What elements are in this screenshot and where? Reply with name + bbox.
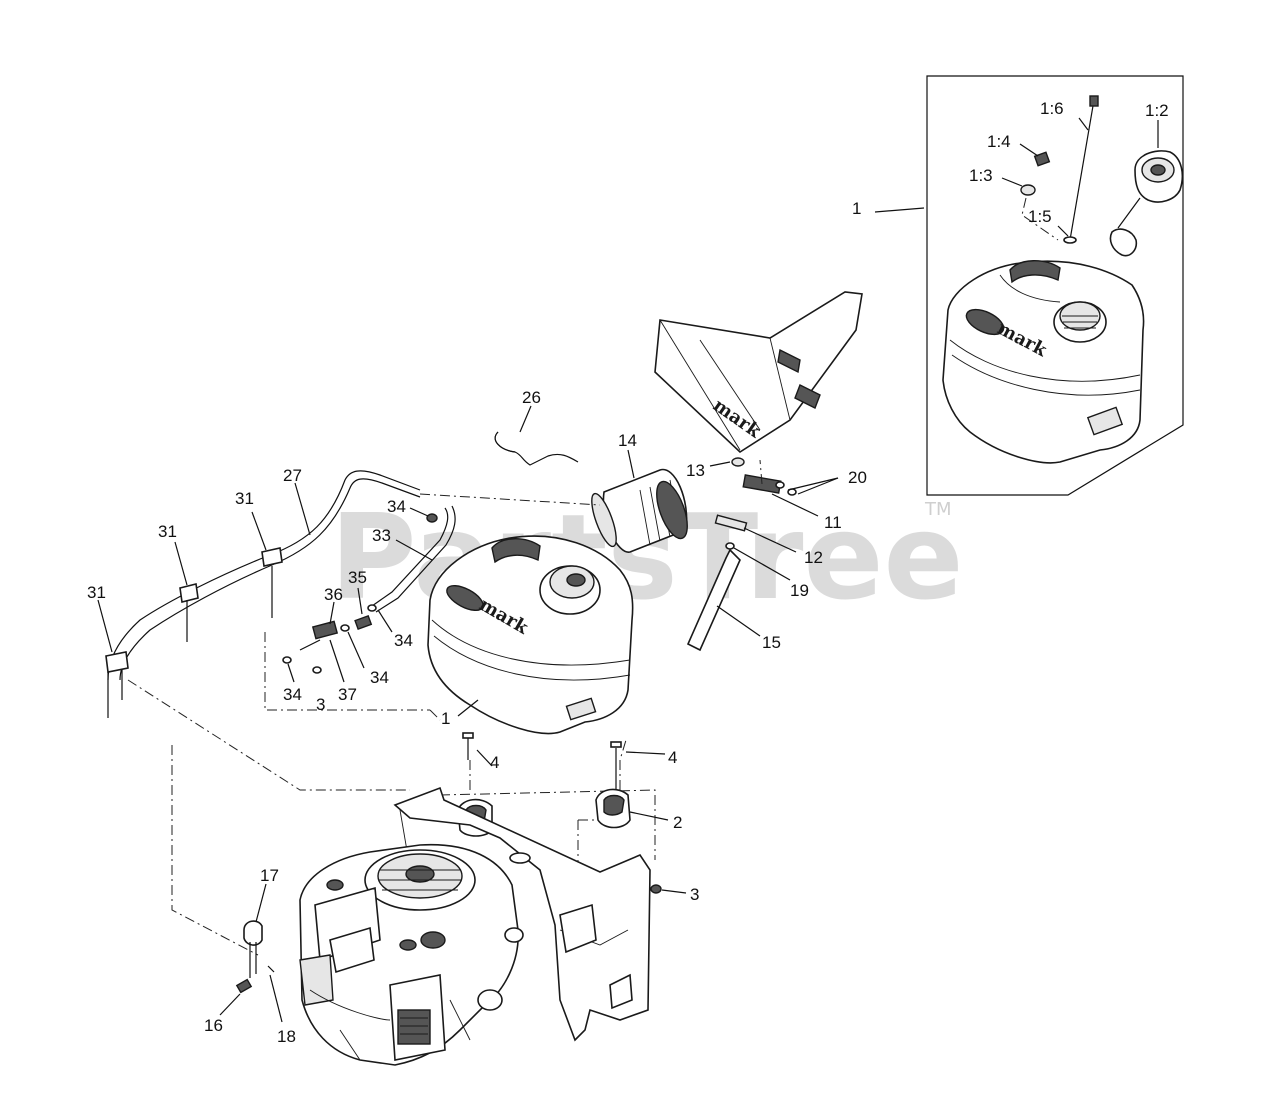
- callout-27: 27: [283, 466, 302, 485]
- inset-fuel-cap: [1109, 150, 1184, 257]
- callout-20: 20: [848, 468, 867, 487]
- mounting-plate: mark: [654, 291, 863, 454]
- engine: [299, 843, 524, 1066]
- line-clips-31: [97, 511, 283, 718]
- callout-14: 14: [618, 431, 637, 450]
- callout-34-a: 34: [387, 497, 406, 516]
- callout-15: 15: [762, 633, 781, 652]
- callout-11: 11: [824, 513, 842, 532]
- callout-26: 26: [522, 388, 541, 407]
- callout-12: 12: [804, 548, 823, 567]
- callout-18: 18: [277, 1027, 296, 1046]
- callout-1-3: 1:3: [969, 166, 993, 185]
- callout-4-b: 4: [668, 748, 677, 767]
- inset-small-parts: [1020, 151, 1059, 241]
- shutoff-valve: [282, 601, 345, 683]
- callout-3-a: 3: [316, 695, 325, 714]
- nut-3: [650, 884, 662, 894]
- callout-17: 17: [260, 866, 279, 885]
- engine-frame: [393, 786, 651, 1042]
- callout-1-5: 1:5: [1028, 207, 1052, 226]
- callout-16: 16: [204, 1016, 223, 1035]
- inset-dipstick: [1063, 95, 1099, 244]
- callout-34-d: 34: [283, 685, 302, 704]
- callout-36: 36: [324, 585, 343, 604]
- fuel-pump-parts: [219, 883, 283, 1023]
- main-fuel-tank: mark: [427, 535, 634, 735]
- callout-31-a: 31: [235, 489, 254, 508]
- callout-1-2: 1:2: [1145, 101, 1169, 120]
- callout-33: 33: [372, 526, 391, 545]
- callout-1-4: 1:4: [987, 132, 1011, 151]
- callout-31-c: 31: [87, 583, 106, 602]
- callout-1-main: 1: [441, 709, 450, 728]
- callout-2: 2: [673, 813, 682, 832]
- callout-31-b: 31: [158, 522, 177, 541]
- callout-3-b: 3: [690, 885, 699, 904]
- fuel-hose-33: [340, 505, 456, 669]
- callout-13: 13: [686, 461, 705, 480]
- callout-19: 19: [790, 581, 809, 600]
- callout-34-c: 34: [370, 668, 389, 687]
- inset-frame: [926, 75, 1184, 496]
- bolts-4: [462, 732, 666, 790]
- callout-4-a: 4: [490, 753, 499, 772]
- fuel-hose-26: [494, 431, 579, 466]
- canister-fittings: [709, 457, 839, 581]
- charcoal-canister-14: [591, 449, 688, 553]
- callout-35: 35: [348, 568, 367, 587]
- hose-15: [686, 548, 741, 652]
- callout-1: 1: [852, 199, 861, 218]
- watermark-tm: TM: [924, 499, 952, 520]
- callout-37: 37: [338, 685, 357, 704]
- callout-34-b: 34: [394, 631, 413, 650]
- inset-fuel-tank: mark: [942, 260, 1145, 464]
- callout-1-6: 1:6: [1040, 99, 1064, 118]
